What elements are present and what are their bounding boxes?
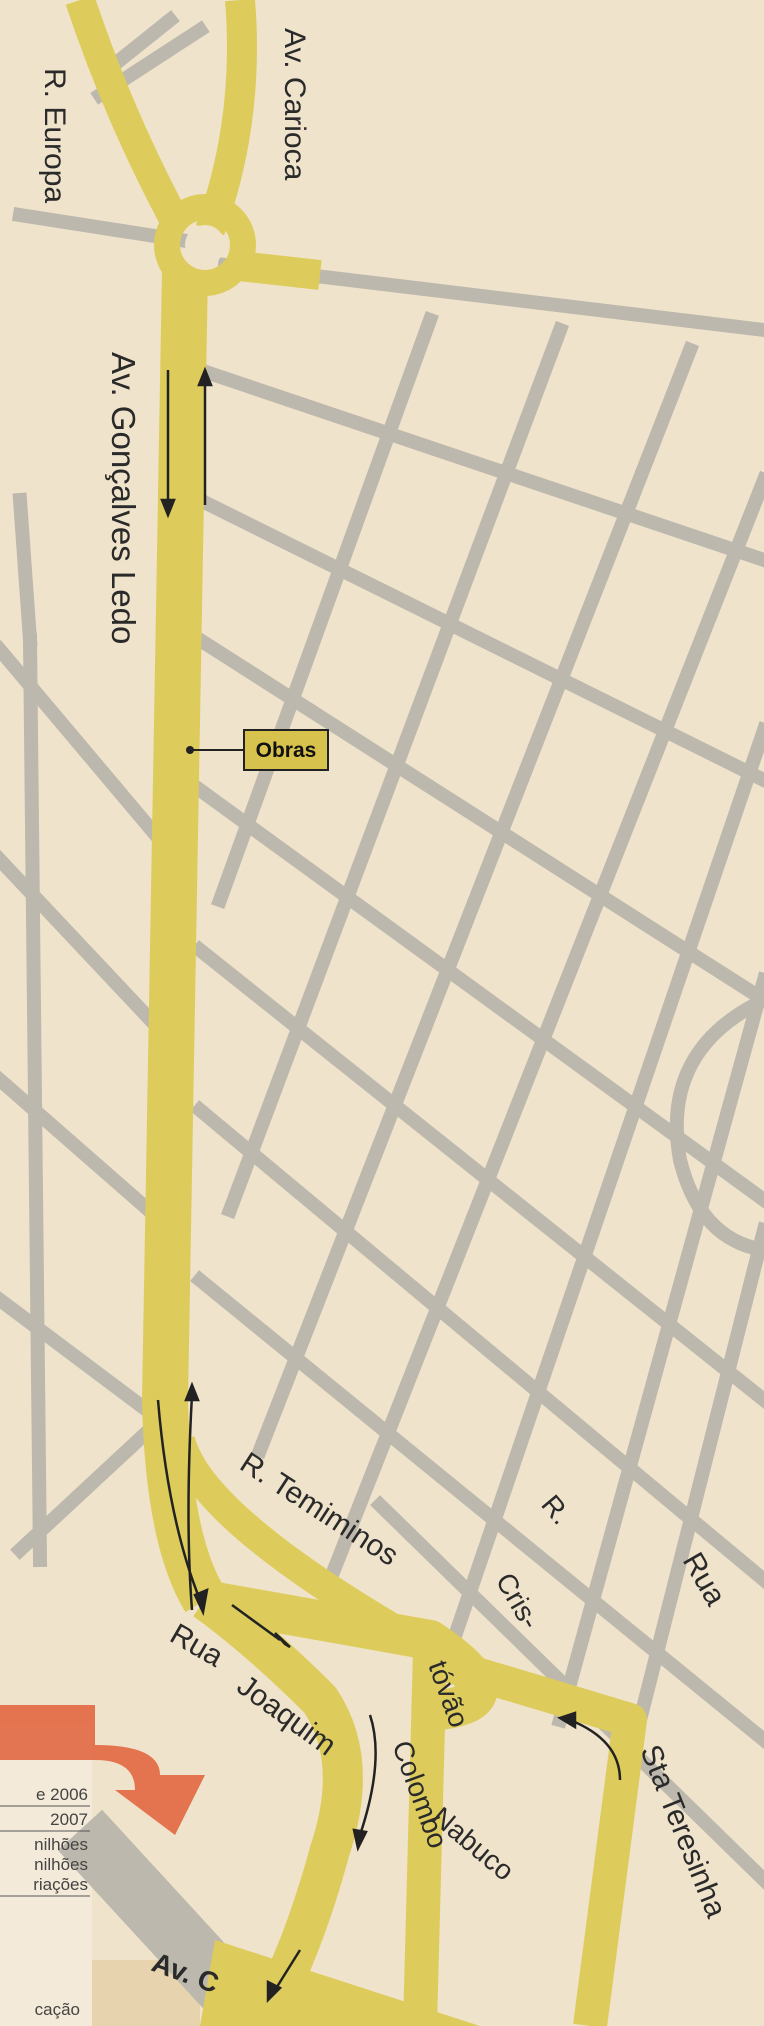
obras-label: Obras: [256, 739, 317, 762]
label-r-europa: R. Europa: [38, 68, 71, 203]
fragment-cacao: cação: [35, 2000, 80, 2019]
direction-arrows: [156, 366, 622, 2004]
fragment-year-2007: 2007: [50, 1810, 88, 1829]
bottom-plaza: [200, 1940, 480, 2026]
roundabout-center: [185, 225, 225, 265]
roundabout-right: [669, 993, 764, 1257]
fragment-year-2006: e 2006: [36, 1785, 88, 1804]
side-panel: [0, 1725, 92, 2026]
roundabout: [154, 194, 256, 296]
label-av-goncalves-ledo: Av. Gonçalves Ledo: [105, 352, 142, 644]
fragment-milhoes-1: nilhões: [34, 1835, 88, 1854]
red-arrow-graphic: [0, 1705, 205, 1835]
fragment-variacoes: riações: [33, 1875, 88, 1894]
fragment-milhoes-2: nilhões: [34, 1855, 88, 1874]
obras-callout: Obras: [186, 729, 329, 771]
label-av-carioca: Av. Carioca: [278, 28, 311, 181]
